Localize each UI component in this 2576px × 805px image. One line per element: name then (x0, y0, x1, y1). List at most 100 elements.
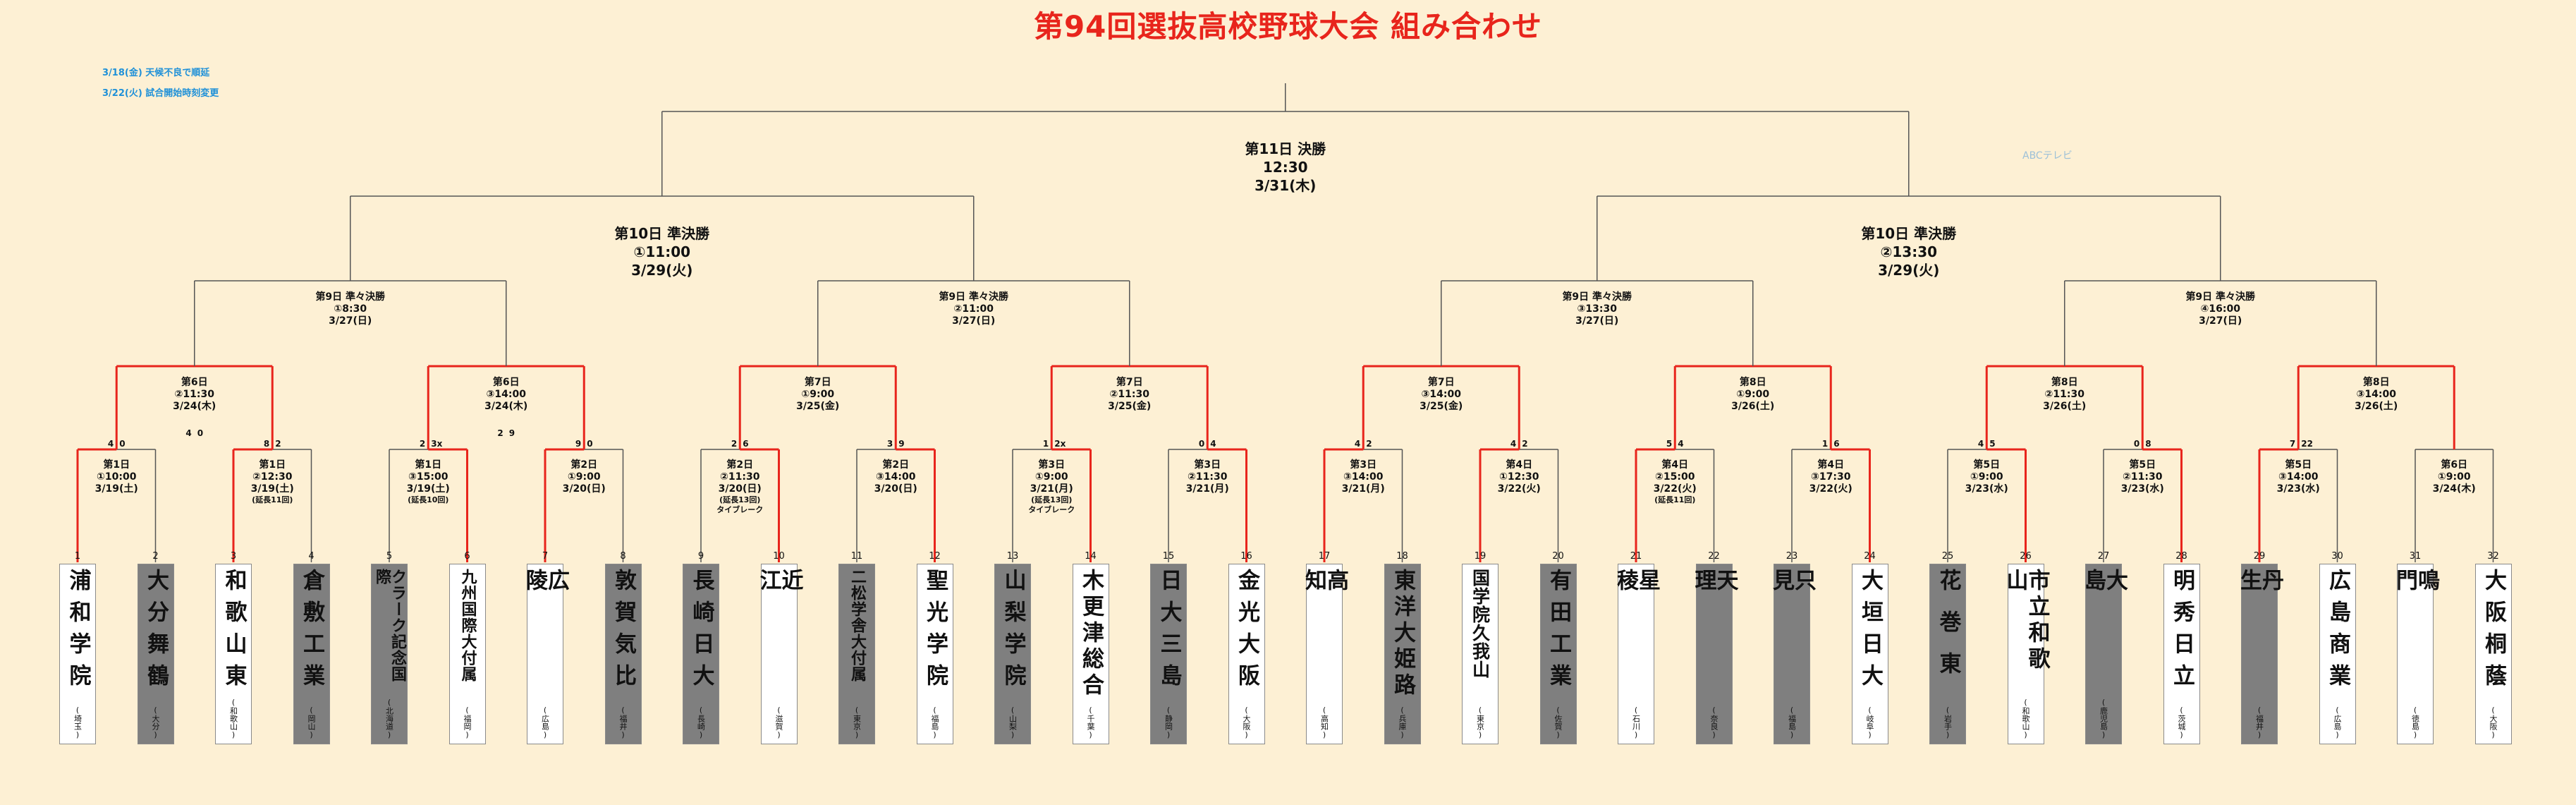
team-number: 32 (2487, 551, 2499, 562)
round2-match-label-line: ①9:00 (1736, 389, 1770, 400)
round1-match-label-line: ①12:30 (1499, 471, 1539, 483)
team-prefecture: (静岡) (1164, 706, 1173, 739)
team-name: 近江 (755, 569, 803, 640)
team-name: 金光大阪 (1234, 569, 1259, 696)
team-prefecture: (福島) (930, 706, 939, 739)
broadcaster-watermark: ABCテレビ (2022, 150, 2073, 162)
team-name: 聖光学院 (922, 569, 948, 696)
round2-match-label-line: ①9:00 (801, 389, 835, 400)
round1-match-label-line: 3/24(木) (2432, 483, 2476, 495)
round2-match-label-line: 第8日 (2051, 377, 2078, 388)
round2-match-label-line: 3/26(土) (1731, 401, 1775, 412)
team-prefecture: (岩手) (1943, 706, 1953, 739)
team-name: 天理 (1690, 569, 1738, 640)
round1-match-label-line: 3/23(水) (1965, 483, 2008, 495)
team-number: 10 (773, 551, 785, 562)
team-name: 有田工業 (1546, 569, 1571, 696)
team-prefecture: (東京) (1475, 706, 1485, 739)
round2-match-label-line: 3/25(金) (1108, 401, 1152, 412)
team-card: 明秀日立(茨城) (2163, 564, 2200, 744)
team-name: 高知 (1301, 569, 1348, 640)
team-prefecture: (大阪) (2489, 706, 2498, 739)
round1-match-label-line: 第4日 (1661, 459, 1689, 471)
semifinal-label-line: 第10日 準決勝 (614, 225, 710, 242)
round1-match-label-line: ③17:30 (1811, 471, 1851, 483)
round1-score-left: 4 (1510, 439, 1517, 449)
round2-match-label-line: ②11:30 (1109, 389, 1149, 400)
round1-match-label-line: ②11:30 (1188, 471, 1228, 483)
round1-match-label-line: 第5日 (2129, 459, 2156, 471)
team-card: 丹生(福井) (2236, 564, 2283, 744)
round1-match-label-line: ②15:00 (1655, 471, 1695, 483)
round1-match-label-line: ①9:00 (567, 471, 601, 483)
round1-match-label-line: ①10:00 (97, 471, 137, 483)
round1-score-right: 0 (587, 439, 593, 449)
round1-match-label-note: (延長11回) (252, 495, 293, 504)
round1-match-label-line: 3/21(月) (1030, 483, 1073, 495)
round1-score-right: 4 (1678, 439, 1684, 449)
quarterfinal-label-line: 3/27(日) (329, 315, 372, 327)
round2-score-right: 9 (508, 428, 515, 438)
round1-score-left: 3 (886, 439, 893, 449)
semifinal-label-line: 第10日 準決勝 (1861, 225, 1957, 242)
round1-score-right: 0 (119, 439, 126, 449)
team-number: 22 (1708, 551, 1720, 562)
team-prefecture: (大分) (151, 706, 160, 739)
round1-score-right: 2 (275, 439, 281, 449)
round2-score-right: 0 (197, 428, 204, 438)
round1-score-right: 5 (1989, 439, 1996, 449)
team-number: 25 (1941, 551, 1954, 562)
round1-score-right: 4 (1210, 439, 1216, 449)
round2-match-label-line: 3/26(土) (2043, 401, 2087, 412)
round1-score-left: 7 (2289, 439, 2296, 449)
final-label-line: 第11日 決勝 (1245, 140, 1326, 157)
team-number: 3 (230, 551, 237, 562)
team-card: 星稜(石川) (1613, 564, 1660, 744)
team-name: 九州国際大付属 (458, 569, 477, 682)
round1-match-label-line: ②11:30 (720, 471, 760, 483)
team-number: 18 (1396, 551, 1408, 562)
round1-score-right: 8 (2145, 439, 2151, 449)
round1-score-right: 3x (431, 439, 443, 449)
team-number: 30 (2331, 551, 2343, 562)
team-number: 29 (2253, 551, 2266, 562)
round1-match-label-line: 3/23(水) (2120, 483, 2164, 495)
team-number: 19 (1474, 551, 1487, 562)
team-name: クラーク記念国際 (373, 569, 406, 682)
team-prefecture: (石川) (1631, 706, 1641, 739)
team-number: 6 (464, 551, 470, 562)
team-number: 24 (1864, 551, 1876, 562)
team-prefecture: (福井) (618, 706, 628, 739)
team-number: 31 (2409, 551, 2422, 562)
team-name: 広島商業 (2325, 569, 2350, 696)
round1-match-label-line: 3/21(月) (1341, 483, 1385, 495)
quarterfinal-label-line: 第9日 準々決勝 (2185, 291, 2256, 303)
team-number: 27 (2097, 551, 2110, 562)
team-number: 15 (1162, 551, 1175, 562)
round1-score-right: 2x (1054, 439, 1066, 449)
team-prefecture: (鹿児島) (2099, 698, 2108, 739)
team-card: 長崎日大(長崎) (683, 564, 719, 744)
team-number: 28 (2175, 551, 2187, 562)
round2-match-label-line: ②11:30 (174, 389, 214, 400)
quarterfinal-label-line: ②11:00 (953, 303, 994, 315)
team-number: 23 (1786, 551, 1798, 562)
round1-match-label-note: (延長13回) (1031, 495, 1073, 504)
round2-match-label-line: 3/24(木) (173, 401, 216, 412)
